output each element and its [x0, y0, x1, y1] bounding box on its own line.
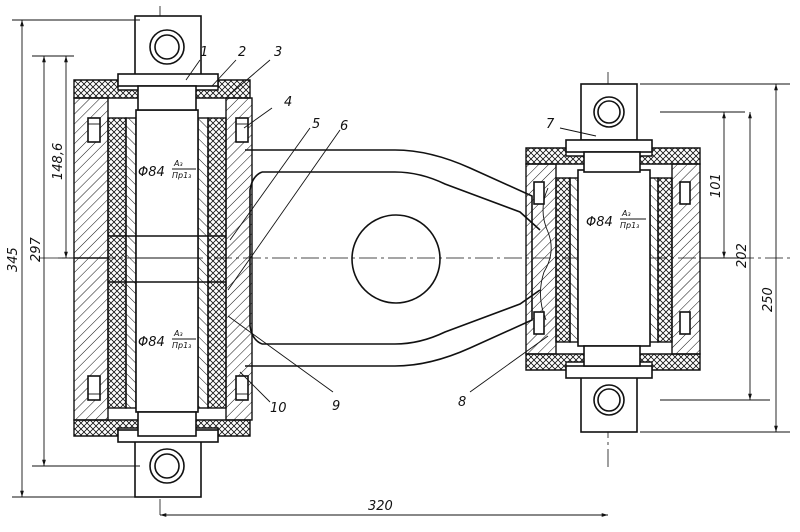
left-bottom-right-bolt [235, 375, 249, 401]
part-label-9: 9 [332, 399, 340, 414]
part-label-3: 3 [274, 45, 282, 60]
dimension-values: 345 297 148,6 101 202 250 320 [6, 143, 776, 514]
fit-annotation-left-top: Φ84 A₃ Пр1₃ [138, 156, 196, 182]
part-label-4: 4 [284, 95, 292, 110]
right-bottom-right-bolt [679, 311, 691, 335]
left-top-right-bolt [235, 117, 249, 143]
right-bearing-assembly [525, 83, 701, 433]
fit-annotation-left-bottom: Φ84 A₃ Пр1₃ [138, 326, 196, 352]
fit-diameter: Φ84 [138, 335, 165, 350]
dimension-297: 297 [29, 236, 44, 262]
right-bottom-left-bolt [533, 311, 545, 335]
right-bottom-eye-hole [593, 384, 625, 416]
fit-numerator: A₃ [173, 159, 183, 168]
dimension-250: 250 [761, 287, 776, 312]
dimension-101: 101 [709, 173, 724, 198]
part-label-7: 7 [546, 117, 555, 132]
part-label-5: 5 [312, 117, 320, 132]
left-bottom-eye-hole [149, 448, 185, 484]
left-bottom-left-bolt [87, 375, 101, 401]
part-label-10: 10 [270, 401, 287, 416]
dimension-202: 202 [735, 243, 750, 268]
right-top-left-bolt [533, 181, 545, 205]
dimension-320: 320 [368, 499, 393, 514]
right-top-right-bolt [679, 181, 691, 205]
link-central-hole [351, 214, 441, 304]
right-top-eye-hole [593, 96, 625, 128]
part-label-1: 1 [200, 45, 208, 60]
dimension-lines [12, 19, 790, 517]
fit-denominator: Пр1₃ [172, 341, 191, 350]
left-top-left-bolt [87, 117, 101, 143]
part-labels: 1 2 3 4 5 6 7 8 9 10 [200, 45, 555, 416]
fit-diameter: Φ84 [586, 215, 613, 230]
left-top-eye-hole [149, 29, 185, 65]
dimension-148-6: 148,6 [51, 143, 66, 180]
left-bearing-assembly [73, 15, 253, 498]
part-label-8: 8 [458, 395, 466, 410]
fit-numerator: A₃ [621, 209, 631, 218]
fit-annotation-right: Φ84 A₃ Пр1₃ [584, 208, 648, 234]
fit-denominator: Пр1₃ [172, 171, 191, 180]
fit-denominator: Пр1₃ [620, 221, 639, 230]
leader-lines [185, 59, 597, 403]
part-label-6: 6 [340, 119, 348, 134]
fit-diameter: Φ84 [138, 165, 165, 180]
part-label-2: 2 [238, 45, 246, 60]
fit-numerator: A₃ [173, 329, 183, 338]
dimension-345: 345 [6, 247, 21, 272]
